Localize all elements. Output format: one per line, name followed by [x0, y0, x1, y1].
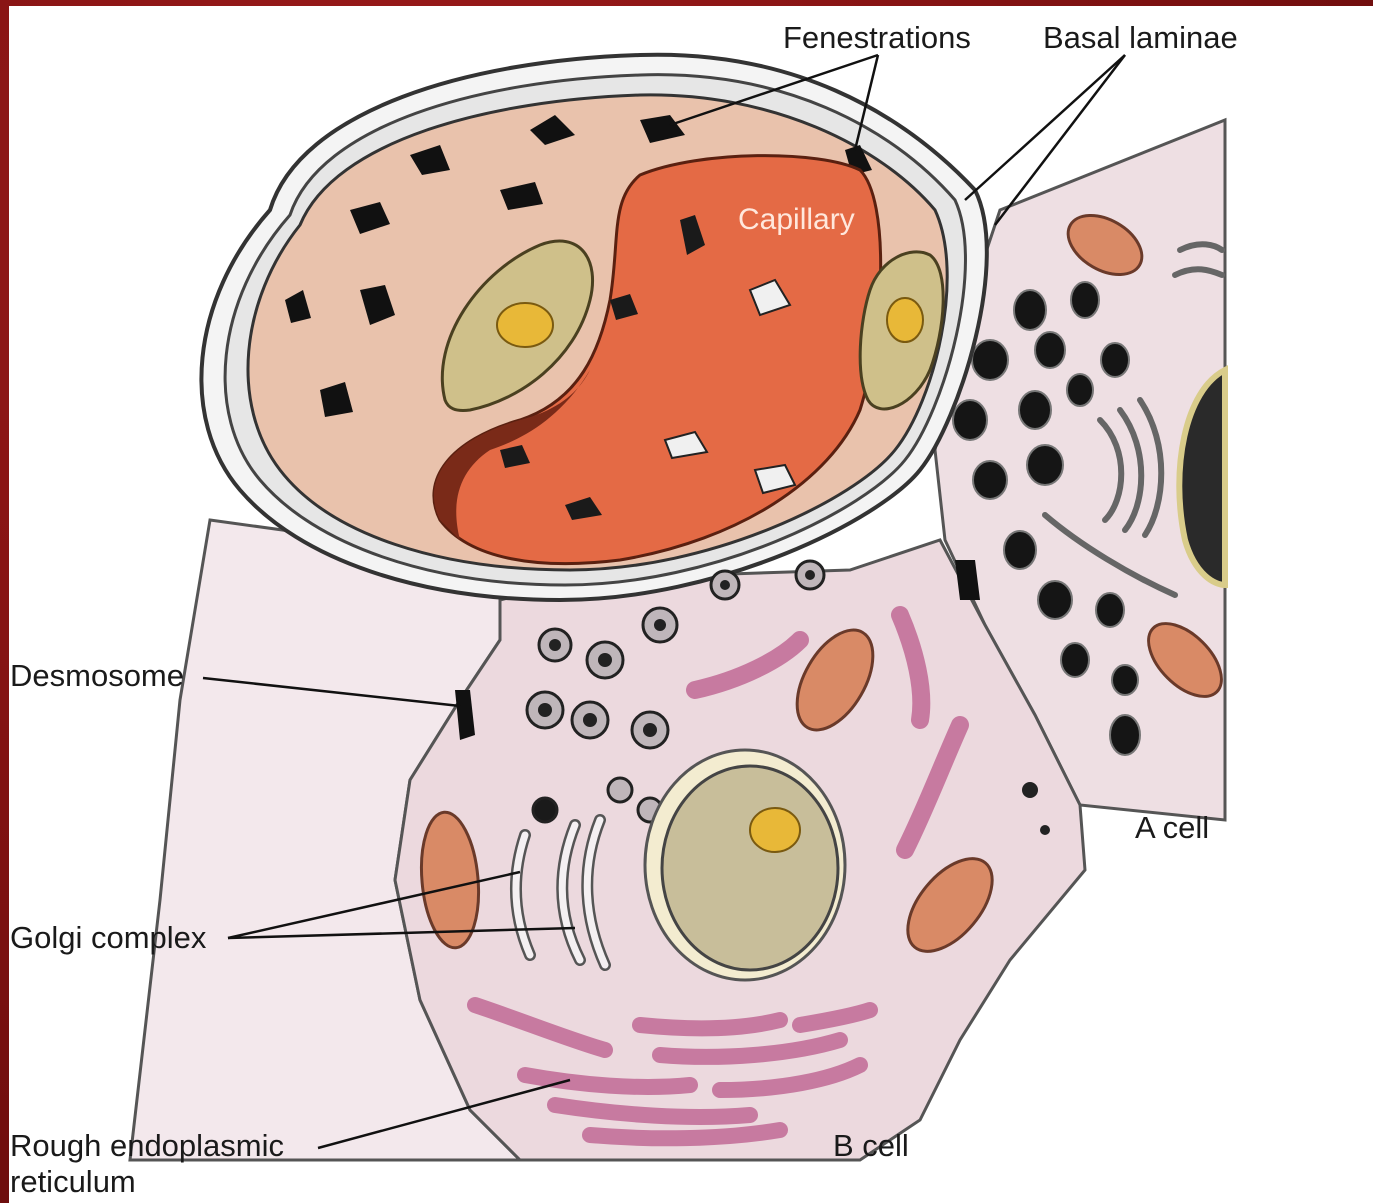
rough-er-label-line1: Rough endoplasmic [10, 1128, 284, 1164]
basal-laminae-label: Basal laminae [1043, 20, 1238, 56]
b-cell-nucleus [645, 750, 845, 980]
desmosome-label: Desmosome [10, 658, 184, 694]
rough-er-label-line2: reticulum [10, 1164, 136, 1200]
golgi-complex-label: Golgi complex [10, 920, 206, 956]
fenestrations-label: Fenestrations [783, 20, 971, 56]
a-cell-label: A cell [1135, 810, 1209, 846]
capillary-label: Capillary [738, 203, 855, 237]
b-cell-label: B cell [833, 1128, 909, 1164]
